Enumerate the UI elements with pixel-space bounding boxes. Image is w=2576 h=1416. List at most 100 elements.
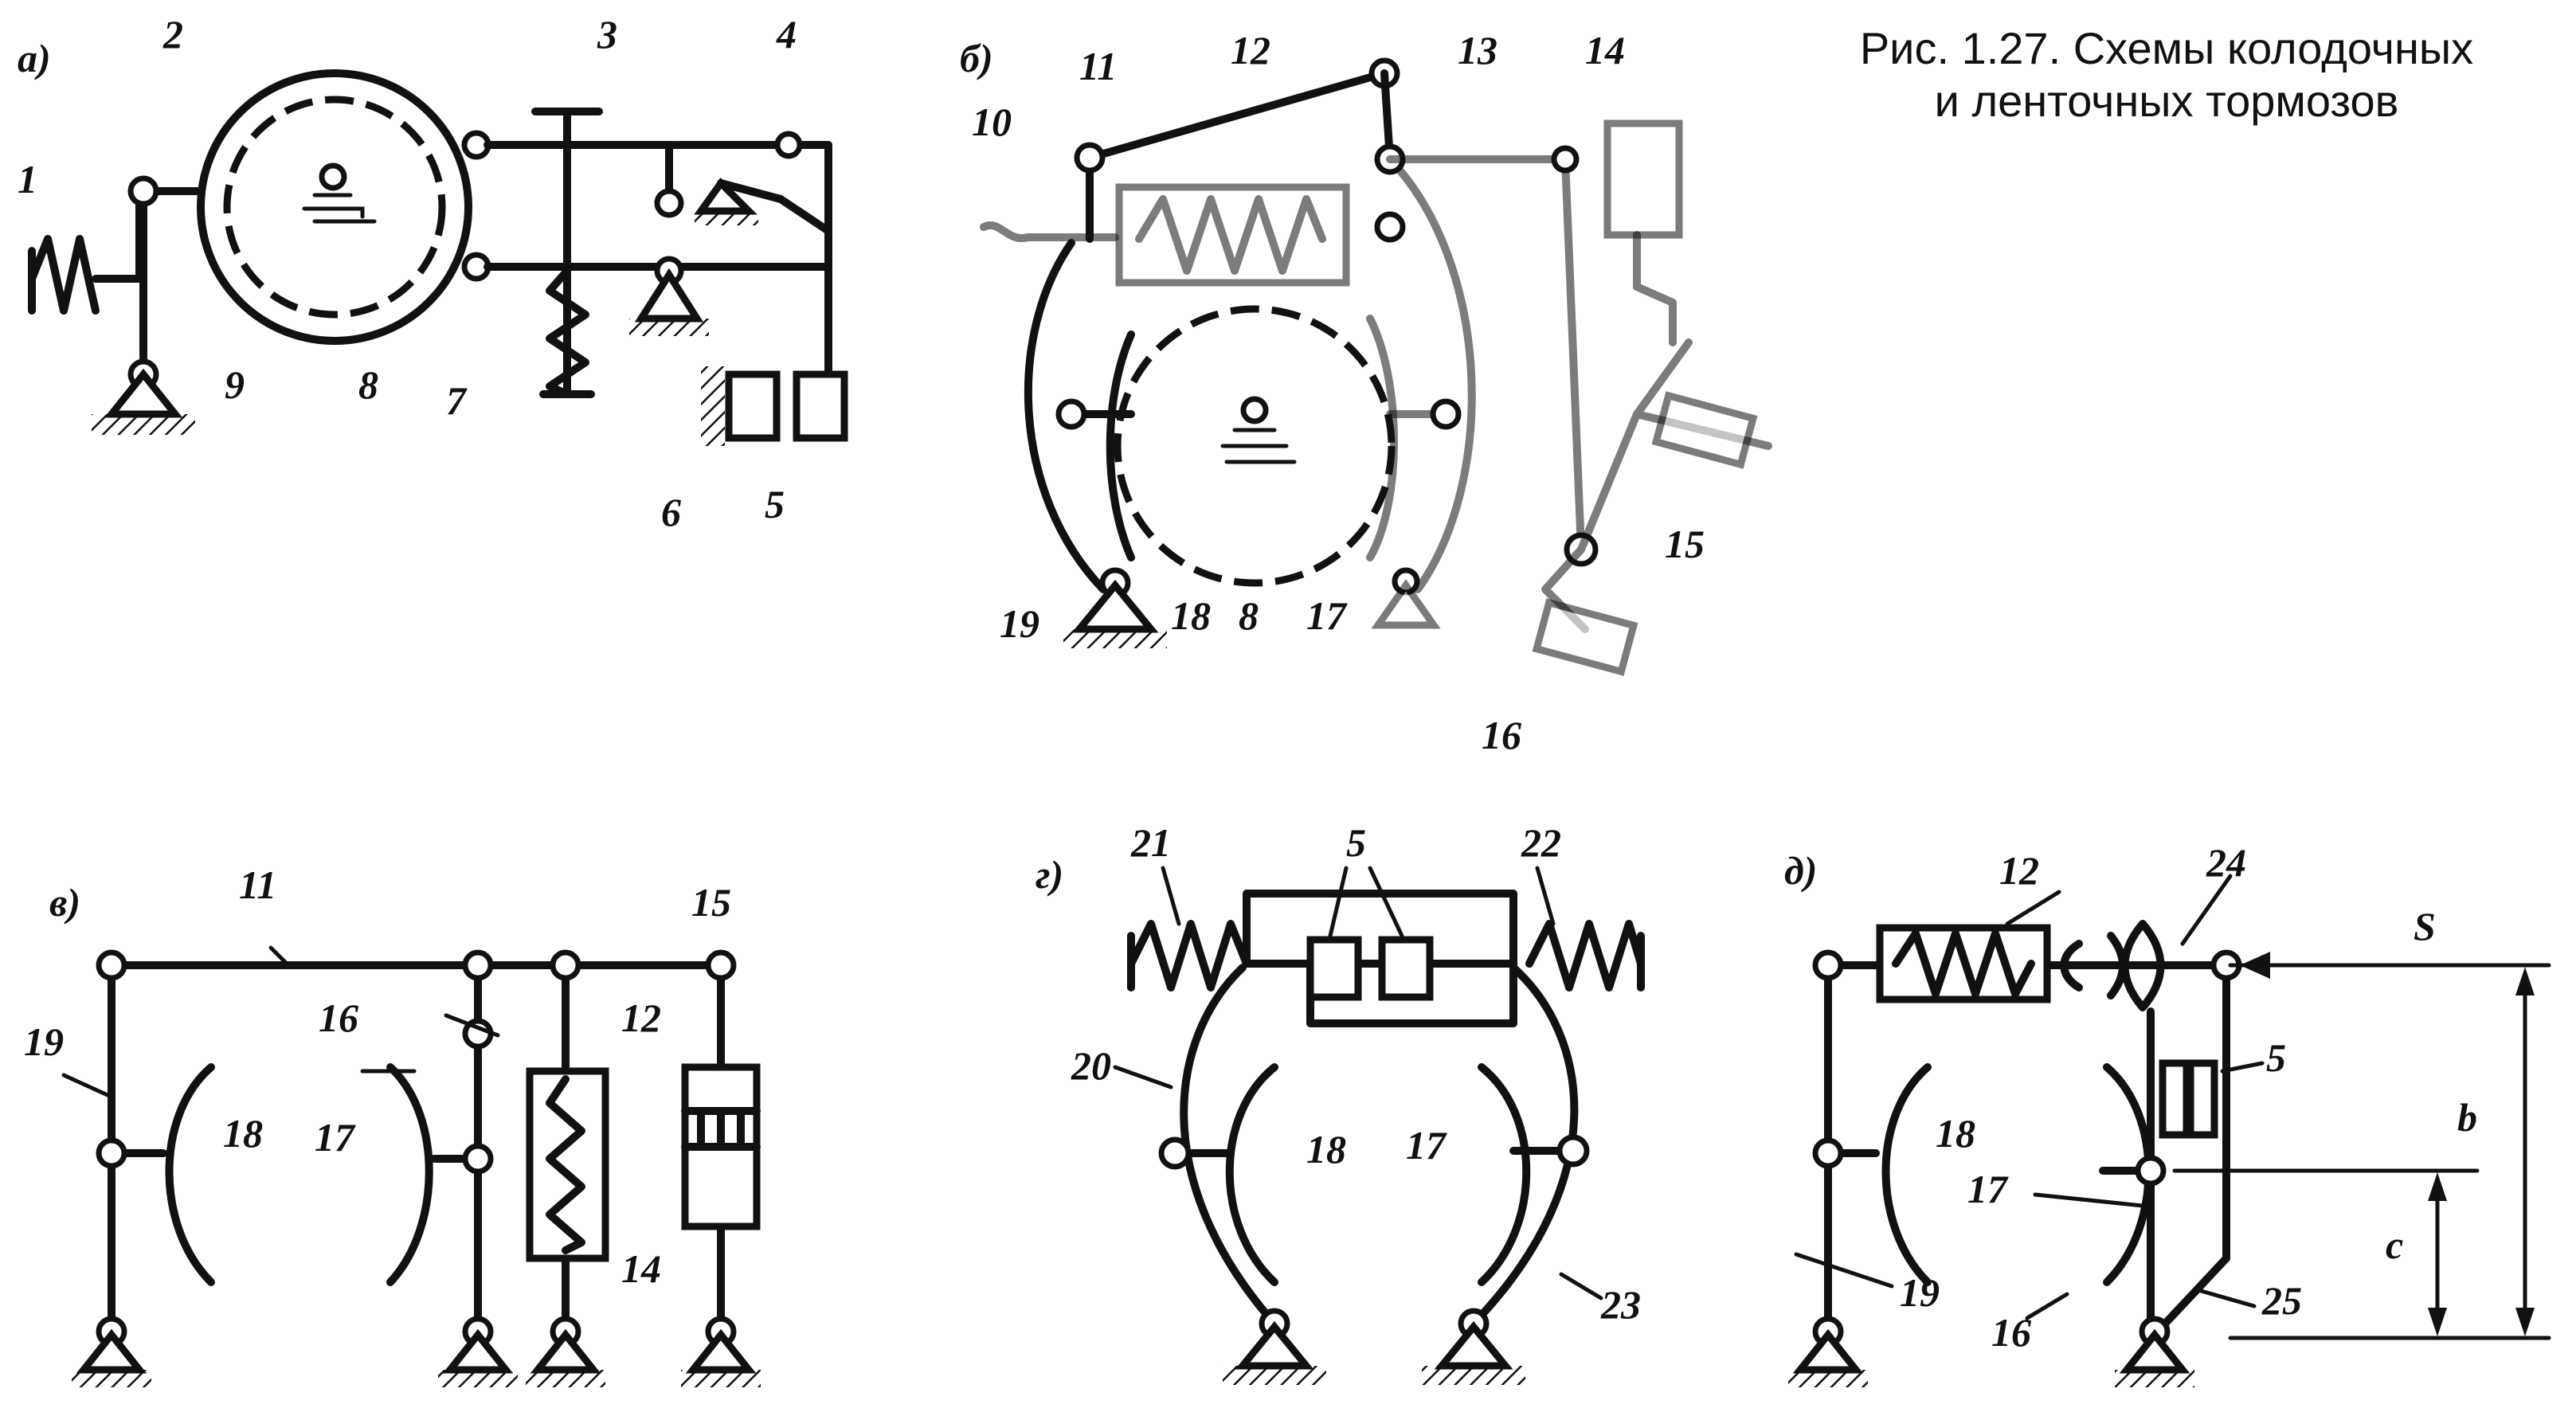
caption-line-1: Рис. 1.27. Схемы колодочных: [1859, 23, 2474, 73]
pusher-14: [1603, 119, 1683, 239]
label-13: 13: [1458, 28, 1497, 72]
scheme-d: д) 12 24 S 5: [1784, 840, 2551, 1387]
label-14v: 14: [621, 1246, 661, 1291]
label-16v: 16: [319, 996, 358, 1040]
drum-axis: [1240, 396, 1269, 424]
hinge: [1812, 1137, 1844, 1169]
hinge: [1374, 211, 1406, 243]
magnet-5: [725, 370, 781, 442]
label-18g: 18: [1306, 1127, 1346, 1172]
cylinder: [1532, 598, 1638, 676]
leader-lines: [1794, 874, 2265, 1320]
magnet-5a: [1306, 936, 1362, 1001]
label-12: 12: [1231, 28, 1270, 72]
hinge: [2135, 1155, 2167, 1187]
label-24: 24: [2206, 840, 2246, 885]
magnet-5d-left: [2159, 1059, 2190, 1139]
label-12d: 12: [1999, 848, 2039, 893]
lever-11: [1086, 69, 1388, 162]
label-16: 16: [1482, 713, 1521, 757]
hinge: [1556, 1134, 1590, 1168]
ground-supports-d: [1788, 1316, 2194, 1387]
label-12v: 12: [621, 996, 661, 1040]
hinge: [1812, 949, 1844, 981]
wall-hatch: [701, 366, 725, 446]
shoe-17-v: [386, 1063, 433, 1286]
lever-25: [2163, 961, 2230, 1326]
hinge: [1551, 145, 1580, 174]
label-5: 5: [765, 482, 785, 526]
label-17d: 17: [1967, 1167, 2009, 1211]
label-17v: 17: [315, 1115, 356, 1160]
hinge: [1430, 398, 1462, 430]
label-15: 15: [1665, 522, 1705, 566]
shoe-17-g: [1478, 1063, 1531, 1286]
label-2: 2: [162, 12, 183, 57]
cylinder: [1651, 391, 1758, 469]
panel-label-v: в): [49, 880, 80, 925]
label-23: 23: [1600, 1282, 1641, 1327]
hinge: [654, 188, 684, 218]
scheme-b: б): [960, 28, 1772, 757]
label-16d: 16: [1991, 1310, 2031, 1355]
coupling-24: [2060, 920, 2165, 1011]
magnet-5d-right: [2186, 1059, 2218, 1139]
panel-label-d: д): [1784, 848, 1817, 893]
spring-12-v: [546, 1075, 585, 1254]
label-17: 17: [1306, 593, 1348, 638]
label-19d: 19: [1900, 1270, 1940, 1315]
magnet-5b: [1378, 936, 1434, 1001]
drum-axis: [319, 162, 347, 191]
figure-caption: Рис. 1.27. Схемы колодочных и ленточных …: [1784, 22, 2549, 127]
arm-23: [1470, 964, 1579, 1328]
panel-label-b: б): [960, 36, 993, 80]
ground-hatch: [695, 211, 758, 225]
ground-support: [104, 368, 183, 418]
hinge: [1158, 1136, 1192, 1170]
spring-12-d: [1892, 929, 2035, 998]
label-8b: 8: [1239, 593, 1259, 638]
label-15v: 15: [691, 880, 731, 925]
ground-supports-v: [72, 1316, 761, 1387]
hinge: [774, 131, 803, 159]
ground-support: [1371, 579, 1441, 629]
label-19: 19: [1000, 601, 1039, 646]
drum-8: [223, 96, 446, 319]
label-8: 8: [358, 362, 378, 407]
lever-13: [1386, 155, 1585, 553]
label-10: 10: [972, 100, 1012, 144]
pusher-rod: [1633, 231, 1677, 346]
leader-lines: [61, 945, 500, 1097]
magnet-armature: [793, 370, 848, 442]
scheme-v: в): [24, 863, 761, 1387]
shoe-17: [1366, 315, 1398, 561]
pull-rod-10: [980, 221, 1119, 243]
label-21: 21: [1130, 820, 1171, 865]
label-18v: 18: [223, 1111, 263, 1156]
hinge: [96, 1137, 127, 1169]
shoe-18-g: [1225, 1063, 1278, 1286]
spring-12: [1135, 195, 1326, 275]
ground-hatch: [92, 414, 195, 435]
pusher-piston: [681, 1107, 761, 1151]
label-6: 6: [661, 490, 681, 534]
scheme-a: а) 1 2 3: [18, 12, 848, 534]
arm-20: [1180, 964, 1278, 1328]
ground-supports-g: [1223, 1308, 1525, 1385]
caption-line-2: и ленточных тормозов: [1934, 76, 2399, 126]
label-b: b: [2457, 1095, 2477, 1140]
spring-1: [28, 194, 143, 315]
ground-hatch: [1063, 629, 1167, 648]
lever-arm: [717, 179, 832, 235]
label-c: c: [2386, 1222, 2403, 1267]
hinge: [1055, 398, 1087, 430]
ground-support: [1071, 579, 1159, 633]
label-19v: 19: [24, 1019, 64, 1064]
label-25: 25: [2261, 1278, 2302, 1323]
label-11: 11: [1079, 44, 1117, 88]
hinge: [96, 949, 127, 981]
springs-21-22: [1127, 920, 1645, 992]
label-3: 3: [597, 12, 617, 57]
label-17g: 17: [1406, 1123, 1447, 1168]
hinge: [462, 1143, 494, 1175]
